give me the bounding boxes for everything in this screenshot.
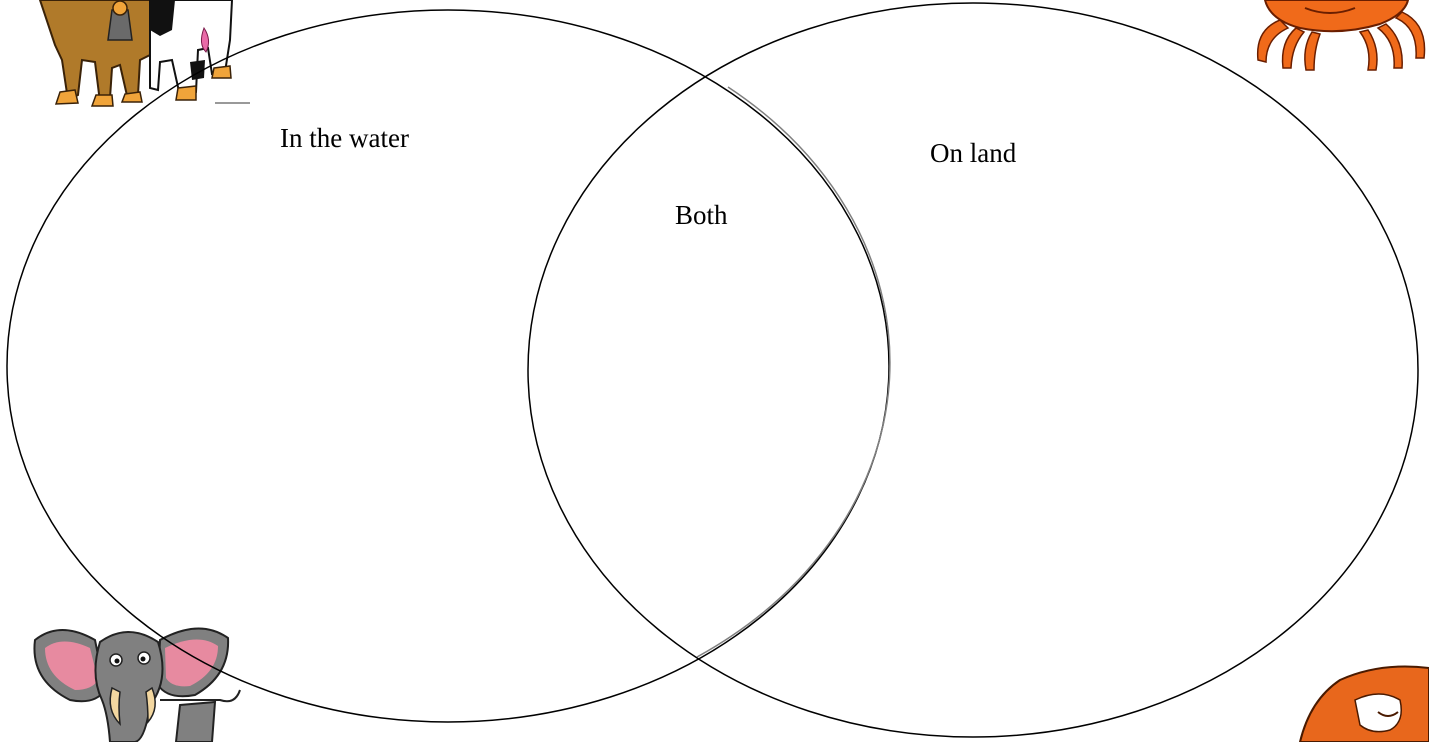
water-set-ellipse [7, 10, 889, 722]
elephant-clipart [34, 628, 240, 742]
land-set-ellipse [528, 3, 1418, 737]
both-label: Both [675, 202, 728, 229]
intersection-arc [697, 87, 890, 657]
in-the-water-label: In the water [280, 125, 409, 152]
cow-clipart [40, 0, 250, 106]
crab-clipart [1258, 0, 1425, 70]
fox-clipart [1300, 667, 1429, 742]
on-land-label: On land [930, 140, 1016, 167]
